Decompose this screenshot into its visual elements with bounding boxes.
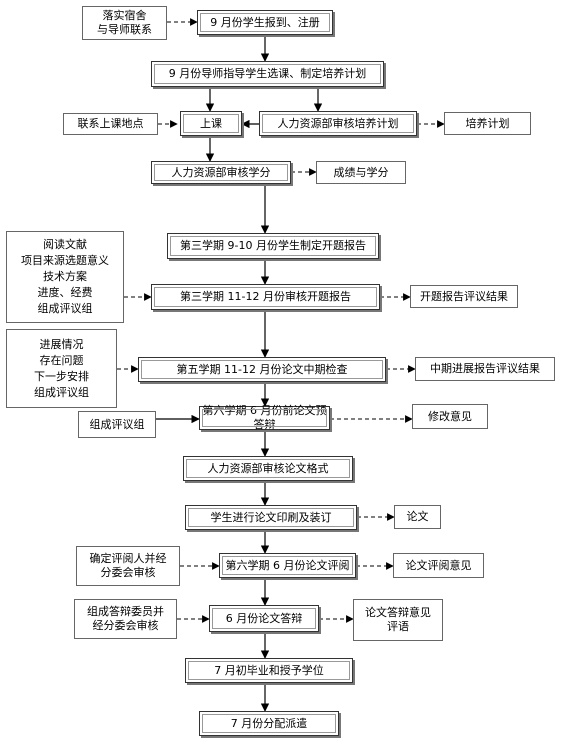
sem3-review-step: 第三学期 11-12 月份审核开题报告: [151, 284, 380, 310]
training-plan-box: 培养计划: [444, 112, 531, 135]
revision-box: 修改意见: [412, 404, 488, 429]
sem6-predefense-step: 第六学期 6 月份前论文预答辩: [199, 404, 330, 431]
print-bind-step: 学生进行论文印刷及装订: [185, 505, 357, 530]
defense-committee-box: 组成答辩委员并 经分委会审核: [74, 599, 177, 639]
midterm-result-box: 中期进展报告评议结果: [415, 357, 555, 381]
grades-credits-box: 成绩与学分: [316, 161, 406, 184]
midterm-materials-box: 进展情况 存在问题 下一步安排 组成评议组: [6, 329, 117, 408]
select-course-step: 9 月份导师指导学生选课、制定培养计划: [151, 61, 384, 87]
register-step: 9 月份学生报到、注册: [197, 10, 333, 35]
attend-class-step: 上课: [180, 111, 242, 136]
sem3-proposal-step: 第三学期 9-10 月份学生制定开题报告: [167, 233, 379, 259]
defense-opinion-box: 论文答辩意见 评语: [353, 599, 443, 641]
proposal-materials-box: 阅读文献 项目来源选题意义 技术方案 进度、经费 组成评议组: [6, 231, 124, 323]
hr-format-step: 人力资源部审核论文格式: [183, 456, 353, 481]
class-location-box: 联系上课地点: [63, 113, 158, 135]
dorm-contact-box: 落实宿舍 与导师联系: [82, 6, 167, 40]
graduation-step: 7 月初毕业和授予学位: [185, 658, 353, 683]
hr-review-plan-step: 人力资源部审核培养计划: [259, 111, 417, 136]
sem6-review-step: 第六学期 6 月份论文评阅: [219, 553, 356, 578]
dispatch-step: 7 月份分配派遣: [199, 711, 339, 736]
sem5-midterm-step: 第五学期 11-12 月份论文中期检查: [138, 357, 386, 382]
reviewers-box: 确定评阅人并经 分委会审核: [76, 546, 180, 586]
thesis-box: 论文: [394, 505, 441, 529]
proposal-result-box: 开题报告评议结果: [410, 285, 518, 308]
hr-review-credits-step: 人力资源部审核学分: [151, 161, 291, 184]
form-committee-box: 组成评议组: [78, 411, 156, 438]
defense-step: 6 月份论文答辩: [209, 605, 319, 632]
review-opinion-box: 论文评阅意见: [393, 553, 484, 578]
